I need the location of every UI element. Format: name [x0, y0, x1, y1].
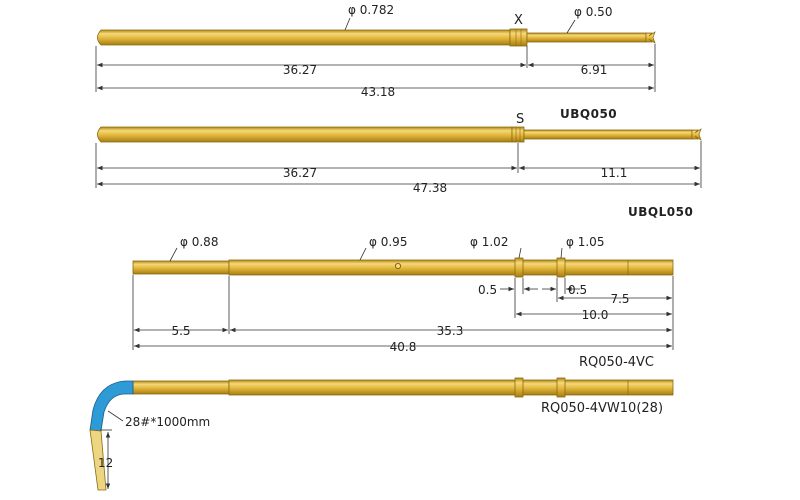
ring2-width-label: 0.5 — [568, 283, 587, 297]
vent-hole — [394, 262, 401, 269]
ring-1 — [514, 377, 524, 398]
receptacle-body — [228, 259, 674, 276]
dia-tip-label: φ 0.50 — [574, 5, 612, 19]
probe-ubql050 — [97, 126, 702, 143]
dia-body-label: φ 0.782 — [348, 3, 394, 17]
receptacle-tail — [132, 380, 230, 395]
ring1-width-label: 0.5 — [478, 283, 497, 297]
strip-length-label: 12 — [98, 456, 113, 470]
receptacle-tail — [132, 260, 230, 275]
crown-tip — [645, 31, 656, 44]
crown-tip — [691, 128, 702, 141]
model-label: RQ050-4VC — [579, 355, 654, 370]
model-label: UBQ050 — [560, 107, 617, 121]
len-tip-label: 6.91 — [581, 63, 608, 77]
dia-ring2-label: φ 1.05 — [566, 235, 604, 249]
dia-tail-label: φ 0.88 — [180, 235, 218, 249]
wire-spec-label: 28#*1000mm — [125, 415, 210, 429]
receptacle-body — [228, 379, 674, 396]
mark-s: S — [516, 112, 524, 127]
wire-stripped-end — [89, 429, 107, 491]
model-label: RQ050-4VW10(28) — [541, 401, 663, 416]
len-total-label: 43.18 — [361, 85, 395, 99]
probe-body — [97, 29, 511, 46]
probe-collar — [511, 126, 525, 143]
probe-collar — [509, 28, 528, 47]
dia-body-label: φ 0.95 — [369, 235, 407, 249]
len-body-label: 36.27 — [283, 166, 317, 180]
receptacle-rq050-4vc — [132, 257, 674, 278]
len-tail-label: 5.5 — [171, 324, 190, 338]
len-tip-label: 11.1 — [601, 166, 628, 180]
probe-plunger — [526, 32, 647, 43]
receptacle-rq050-4vw10 — [89, 377, 674, 491]
mark-x: X — [514, 13, 523, 28]
dia-ring1-label: φ 1.02 — [470, 235, 508, 249]
len-body-label: 36.27 — [283, 63, 317, 77]
model-label: UBQL050 — [628, 205, 693, 219]
ring-2 — [556, 377, 566, 398]
ring-1 — [514, 257, 524, 278]
probe-body — [97, 126, 513, 143]
probe-ubq050 — [97, 28, 656, 47]
len-ring2-label: 7.5 — [610, 292, 629, 306]
len-total-label: 47.38 — [413, 181, 447, 195]
ring-2 — [556, 257, 566, 278]
len-body-label: 35.3 — [437, 324, 464, 338]
len-total-label: 40.8 — [390, 340, 417, 354]
probe-plunger — [523, 129, 693, 140]
len-ring1-label: 10.0 — [582, 308, 609, 322]
